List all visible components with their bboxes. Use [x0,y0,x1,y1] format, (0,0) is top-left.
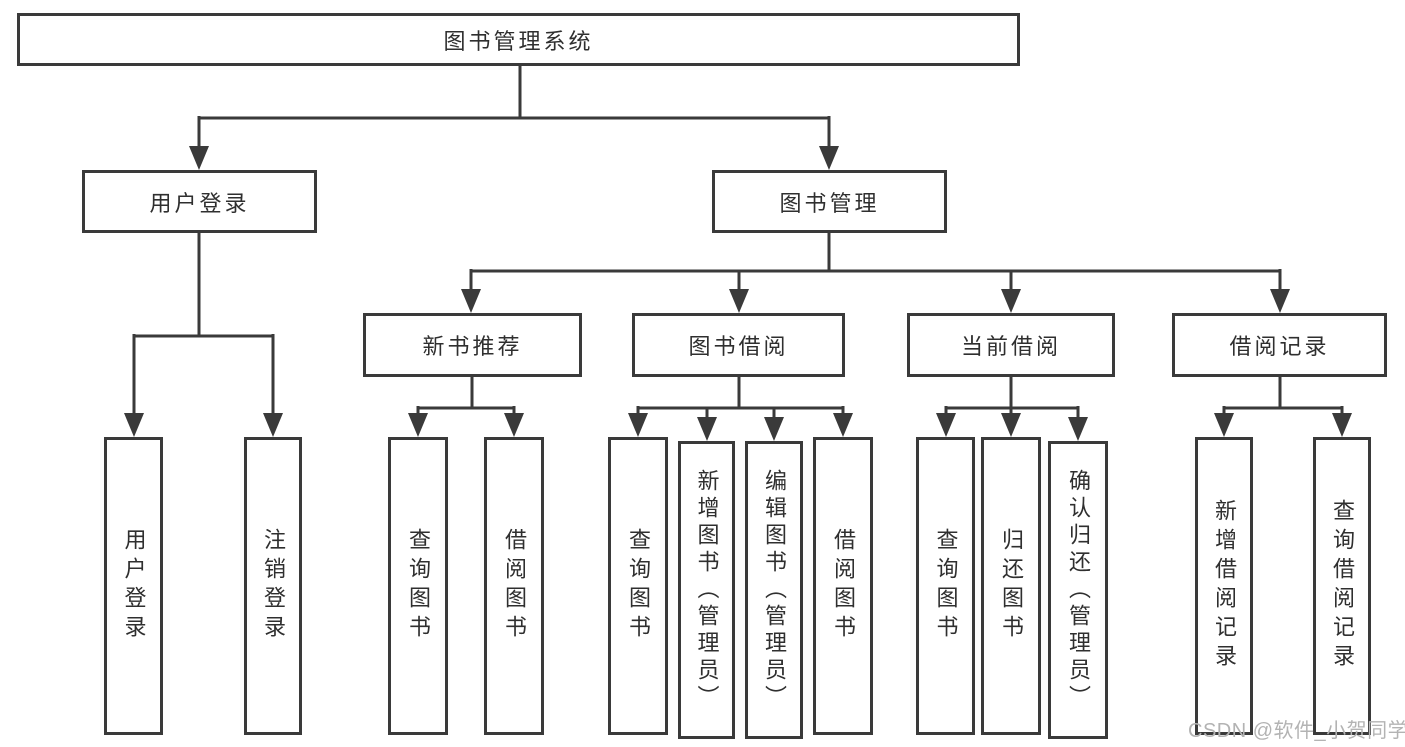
node-book-management-label: 图书管理 [779,190,880,216]
leaf-add-borrow-record-label: 新增借阅记录 [1212,499,1237,673]
node-new-book-recommend-label: 新书推荐 [422,334,523,359]
connector-book-borrowing-children [628,377,853,441]
arrowhead [628,413,648,437]
leaf-query-books-current: 查询图书 [916,437,975,735]
leaf-borrow-books-recommend: 借阅图书 [484,437,544,735]
node-borrow-records-label: 借阅记录 [1229,334,1330,359]
arrowhead [1332,413,1352,437]
leaf-confirm-return-admin: 确认归还（管理员） [1048,441,1108,739]
arrowhead [124,413,144,437]
leaf-query-borrow-record: 查询借阅记录 [1313,437,1371,735]
node-new-book-recommend: 新书推荐 [363,313,582,377]
leaf-edit-book-admin-label: 编辑图书（管理员） [762,468,787,712]
connector-current-borrowing-children [936,377,1088,441]
leaf-return-book-label: 归还图书 [999,528,1024,644]
leaf-return-book: 归还图书 [981,437,1041,735]
arrowhead [819,146,839,170]
leaf-borrow-books-recommend-label: 借阅图书 [502,528,527,644]
arrowhead [1001,289,1021,313]
leaf-user-login-label: 用户登录 [121,528,147,644]
arrowhead [936,413,956,437]
connector-root-to-level2 [189,66,839,170]
leaf-user-login: 用户登录 [104,437,163,735]
arrowhead [1001,413,1021,437]
leaf-edit-book-admin: 编辑图书（管理员） [745,441,803,739]
node-current-borrowing: 当前借阅 [907,313,1115,377]
leaf-add-borrow-record: 新增借阅记录 [1195,437,1253,735]
node-user-login: 用户登录 [82,170,317,233]
leaf-query-books-borrowing: 查询图书 [608,437,668,735]
leaf-logout: 注销登录 [244,437,302,735]
arrowhead [764,417,784,441]
node-root: 图书管理系统 [17,13,1020,66]
arrowhead [729,289,749,313]
arrowhead [461,289,481,313]
connector-book-management-children [461,233,1290,313]
connector-new-book-recommend-children [408,377,524,437]
connector-user-login-children [124,233,283,437]
arrowhead [1068,417,1088,441]
arrowhead [833,413,853,437]
node-user-login-label: 用户登录 [149,190,250,216]
leaf-query-borrow-record-label: 查询借阅记录 [1330,499,1355,673]
watermark: CSDN @软件_小贺同学 [1188,720,1405,742]
node-book-borrowing-label: 图书借阅 [688,334,789,359]
arrowhead [504,413,524,437]
node-book-management: 图书管理 [712,170,947,233]
node-book-borrowing: 图书借阅 [632,313,845,377]
arrowhead [1214,413,1234,437]
node-root-label: 图书管理系统 [443,28,594,54]
arrowhead [263,413,283,437]
arrowhead [189,146,209,170]
leaf-query-books-borrowing-label: 查询图书 [626,528,651,644]
node-borrow-records: 借阅记录 [1172,313,1387,377]
leaf-query-books-recommend: 查询图书 [388,437,448,735]
connector-borrow-records-children [1214,377,1352,437]
leaf-borrow-books-borrowing: 借阅图书 [813,437,873,735]
leaf-query-books-recommend-label: 查询图书 [406,528,431,644]
leaf-logout-label: 注销登录 [261,528,286,644]
arrowhead [1270,289,1290,313]
leaf-add-book-admin-label: 新增图书（管理员） [694,468,720,712]
leaf-add-book-admin: 新增图书（管理员） [678,441,735,739]
arrowhead [408,413,428,437]
arrowhead [697,417,717,441]
leaf-borrow-books-borrowing-label: 借阅图书 [831,528,856,644]
node-current-borrowing-label: 当前借阅 [960,334,1061,359]
leaf-query-books-current-label: 查询图书 [933,528,959,644]
leaf-confirm-return-admin-label: 确认归还（管理员） [1066,468,1091,712]
